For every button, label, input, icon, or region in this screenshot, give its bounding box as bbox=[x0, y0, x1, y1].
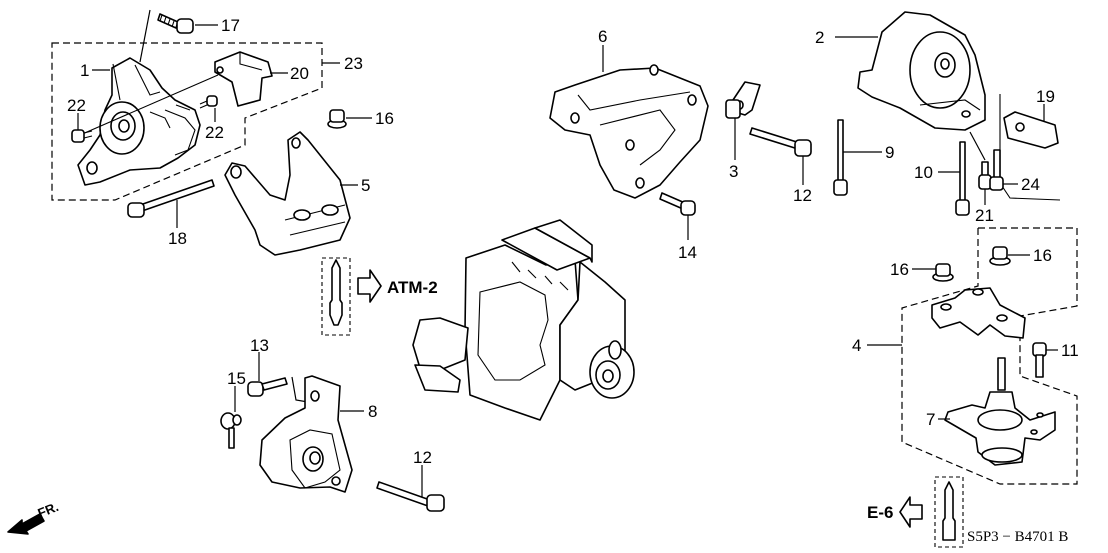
callout-label-23: 23 bbox=[344, 54, 363, 73]
part-17-bolt[interactable] bbox=[157, 13, 194, 34]
callout-label-6: 6 bbox=[598, 27, 607, 46]
part-19-bracket[interactable] bbox=[1003, 111, 1059, 149]
part-4-upper-bracket[interactable] bbox=[931, 287, 1026, 339]
part-21-bolt[interactable] bbox=[978, 161, 992, 190]
part-15-clip[interactable] bbox=[220, 412, 242, 449]
front-direction-arrow-icon bbox=[7, 513, 45, 535]
reference-e6-link[interactable]: E-6 bbox=[867, 503, 893, 522]
callout-label-12a: 12 bbox=[793, 186, 812, 205]
part-12-bolt-bottom[interactable] bbox=[376, 481, 445, 512]
callout-label-20: 20 bbox=[290, 64, 309, 83]
callout-label-11: 11 bbox=[1061, 341, 1079, 360]
engine-block-illustration bbox=[412, 219, 635, 421]
callout-label-9: 9 bbox=[885, 143, 894, 162]
atm2-stud-box bbox=[321, 257, 351, 336]
part-14-bolt[interactable] bbox=[659, 192, 696, 216]
part-16-nut-mid-right[interactable] bbox=[989, 246, 1011, 266]
part-16-nut-mid-left[interactable] bbox=[932, 263, 954, 282]
callout-label-8: 8 bbox=[368, 402, 377, 421]
part-12-bolt-top[interactable] bbox=[749, 127, 812, 157]
callout-label-4: 4 bbox=[852, 336, 861, 355]
group-4-outline bbox=[901, 227, 1078, 485]
callout-label-15: 15 bbox=[227, 369, 246, 388]
part-8-transmission-mount[interactable] bbox=[259, 375, 353, 493]
callout-label-16c: 16 bbox=[1033, 246, 1052, 265]
stud-e6[interactable] bbox=[942, 481, 956, 541]
front-direction-label: FR. bbox=[36, 499, 61, 521]
part-22-bolt-left[interactable] bbox=[71, 129, 93, 143]
callout-label-5: 5 bbox=[361, 176, 370, 195]
part-20-stopper[interactable] bbox=[214, 51, 273, 107]
callout-label-24: 24 bbox=[1021, 175, 1040, 194]
callout-label-2: 2 bbox=[815, 28, 824, 47]
callout-label-18: 18 bbox=[168, 229, 187, 248]
callout-label-22a: 22 bbox=[67, 96, 86, 115]
part-9-bolt[interactable] bbox=[833, 119, 848, 196]
callout-label-13: 13 bbox=[250, 336, 269, 355]
part-22-bolt-right[interactable] bbox=[199, 95, 218, 109]
stud-atm2[interactable] bbox=[329, 259, 343, 326]
callout-label-22b: 22 bbox=[205, 123, 224, 142]
e6-arrow-icon bbox=[899, 496, 923, 528]
callout-label-12b: 12 bbox=[413, 448, 432, 467]
callout-label-3: 3 bbox=[729, 162, 738, 181]
part-24-bolt[interactable] bbox=[989, 149, 1004, 191]
callout-21-link bbox=[969, 131, 986, 161]
callout-label-17: 17 bbox=[221, 16, 240, 35]
atm2-arrow-icon bbox=[357, 269, 382, 303]
part-1-transmission-mount[interactable] bbox=[77, 57, 201, 186]
callout-17-link bbox=[139, 9, 151, 63]
group-19-outline bbox=[999, 94, 1061, 201]
callout-label-16a: 16 bbox=[375, 109, 394, 128]
part-2-engine-mount[interactable] bbox=[857, 11, 986, 131]
diagram-code: S5P3 − B4701 B bbox=[967, 529, 1068, 545]
group-23-outline bbox=[51, 42, 323, 201]
callout-label-14: 14 bbox=[678, 243, 697, 262]
e6-stud-box bbox=[934, 476, 964, 548]
part-11-bolt[interactable] bbox=[1032, 342, 1047, 378]
callout-label-21: 21 bbox=[975, 206, 994, 225]
callout-label-1: 1 bbox=[80, 61, 89, 80]
bolt-axis-line bbox=[79, 74, 219, 136]
callout-label-7: 7 bbox=[926, 410, 935, 429]
part-18-bolt[interactable] bbox=[127, 179, 215, 218]
part-7-lower-mount[interactable] bbox=[944, 357, 1056, 466]
part-10-bolt[interactable] bbox=[955, 141, 970, 216]
part-3-clip[interactable] bbox=[725, 81, 761, 119]
callout-label-19: 19 bbox=[1036, 87, 1055, 106]
callout-label-10: 10 bbox=[914, 163, 933, 182]
callout-label-16b: 16 bbox=[890, 260, 909, 279]
callout-13-link bbox=[291, 376, 309, 403]
part-13-bolt[interactable] bbox=[247, 377, 288, 397]
part-6-mount-bracket[interactable] bbox=[549, 64, 709, 199]
reference-atm2-link[interactable]: ATM-2 bbox=[387, 278, 438, 297]
part-5-mount-bracket[interactable] bbox=[224, 131, 351, 256]
part-16-nut-top[interactable] bbox=[327, 109, 347, 129]
